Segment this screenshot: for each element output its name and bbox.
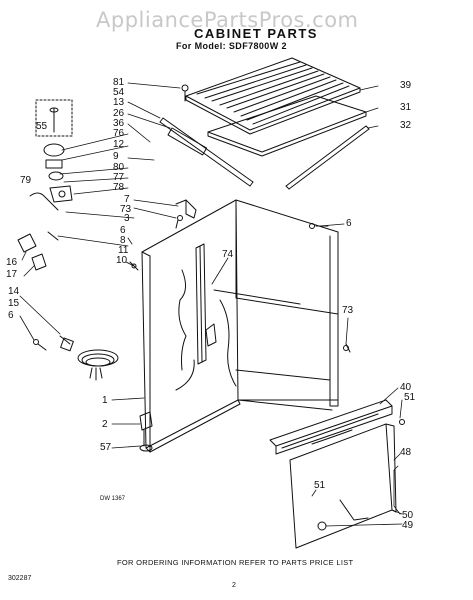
callout-13: 13 [113, 97, 125, 108]
callout-49: 49 [402, 520, 414, 531]
clip-8 [205, 323, 217, 347]
spacer-block [167, 127, 208, 156]
callout-54: 54 [113, 87, 125, 98]
callout-78: 78 [113, 182, 125, 193]
diagram-title: CABINET PARTS [194, 26, 318, 41]
callout-76: 76 [113, 128, 125, 139]
page-number: 2 [232, 582, 236, 589]
hose-clamp-79 [29, 192, 59, 211]
callout-50: 50 [402, 510, 414, 521]
callout-11: 11 [118, 245, 129, 256]
leveling-leg [139, 411, 153, 452]
power-cord [59, 335, 119, 381]
inlet-parts-16-17 [17, 231, 59, 271]
cabinet-frame [141, 199, 339, 453]
callout-79: 79 [20, 175, 32, 186]
leader-lines [19, 82, 403, 527]
model-line: For Model: SDF7800W 2 [176, 41, 287, 51]
callout-6-c: 6 [346, 218, 352, 229]
callout-31: 31 [400, 102, 412, 113]
callout-73-right: 73 [342, 305, 354, 316]
callout-8: 8 [120, 235, 126, 246]
callout-74: 74 [222, 249, 234, 260]
callout-1: 1 [102, 395, 108, 406]
callout-15: 15 [8, 298, 20, 309]
callout-57: 57 [100, 442, 112, 453]
callout-32: 32 [400, 120, 412, 131]
ordering-note: FOR ORDERING INFORMATION REFER TO PARTS … [117, 558, 354, 567]
top-panel [185, 57, 361, 135]
callout-10: 10 [116, 255, 128, 266]
bracket-7 [175, 199, 197, 219]
catalog-number: 302287 [8, 575, 32, 582]
callout-51-top: 51 [404, 392, 416, 403]
vent-duct [175, 243, 237, 391]
callout-80: 80 [113, 162, 125, 173]
trim-strip-right [285, 125, 370, 190]
illustration-code: DW 1367 [100, 496, 126, 502]
screw-81 [181, 84, 189, 102]
callout-39: 39 [400, 80, 412, 91]
callout-17: 17 [6, 269, 18, 280]
callout-6-b: 6 [8, 310, 14, 321]
callout-2: 2 [102, 419, 108, 430]
callout-36: 36 [113, 118, 125, 129]
callout-55: 55 [36, 121, 48, 132]
callout-6-a: 6 [120, 225, 126, 236]
callout-77: 77 [113, 172, 125, 183]
callout-12: 12 [113, 139, 125, 150]
callout-40: 40 [400, 382, 412, 393]
callout-14: 14 [8, 286, 20, 297]
trim-strip-left [159, 117, 254, 187]
watermark: AppliancePartsPros.com [96, 8, 359, 32]
callout-73-left: 73 [120, 204, 132, 215]
callout-3: 3 [124, 213, 130, 224]
callout-81: 81 [113, 77, 125, 88]
callout-7: 7 [124, 194, 130, 205]
callout-9: 9 [113, 151, 119, 162]
callout-16: 16 [6, 257, 18, 268]
valve-assembly [35, 99, 73, 203]
small-screws [33, 215, 405, 425]
callout-51-bottom: 51 [314, 480, 326, 491]
callout-26: 26 [113, 108, 125, 119]
callout-48: 48 [400, 447, 412, 458]
